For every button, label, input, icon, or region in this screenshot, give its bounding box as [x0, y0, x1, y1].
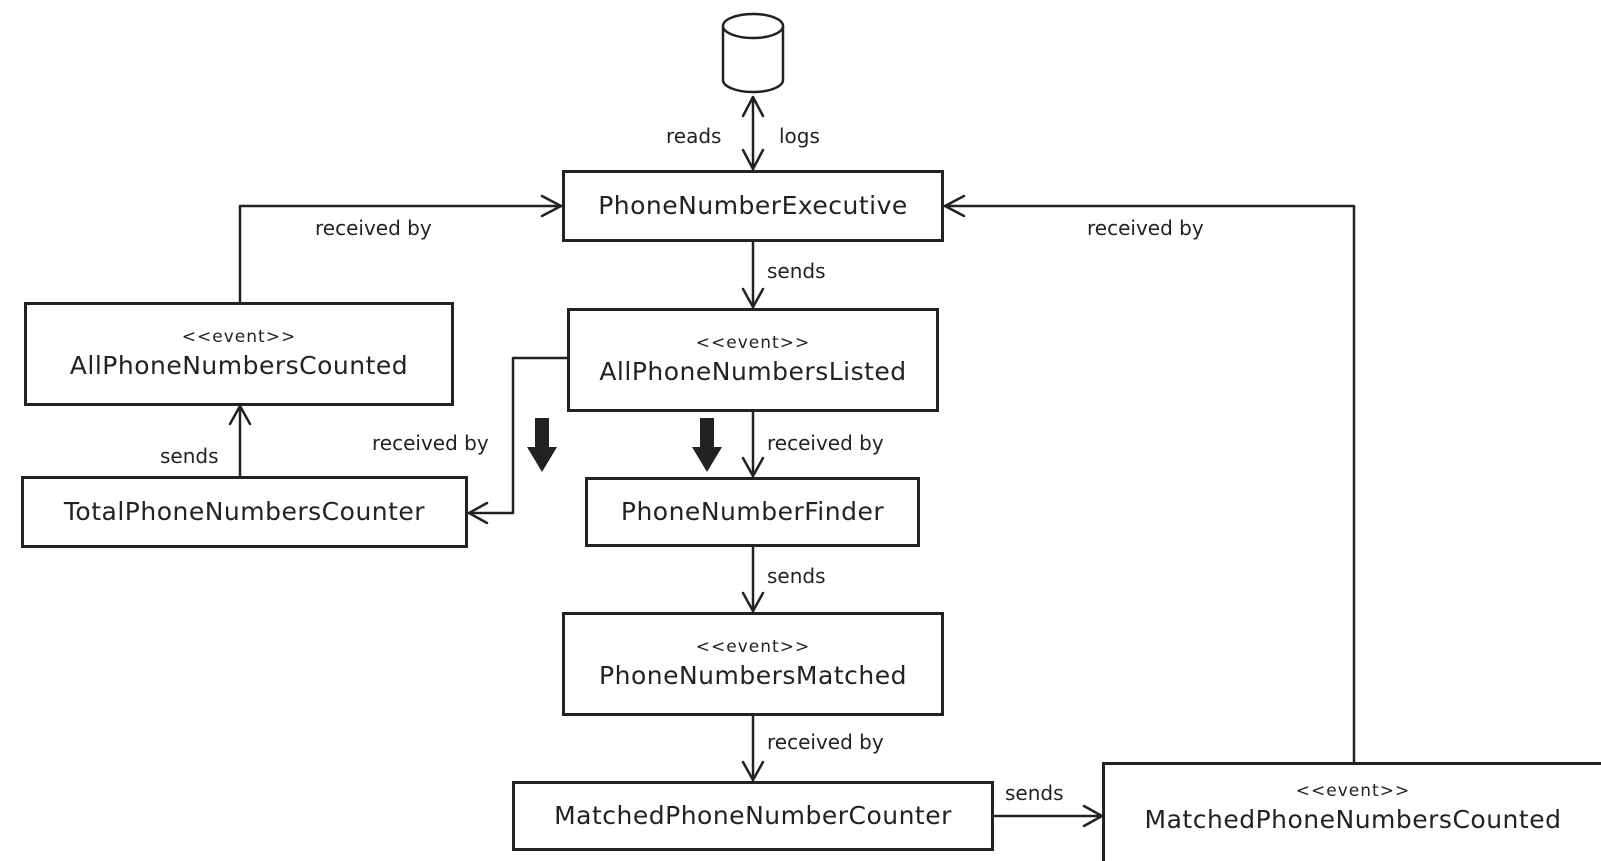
node-name: MatchedPhoneNumberCounter [554, 801, 952, 830]
all-phone-numbers-listed-box: <<event>> AllPhoneNumbersListed [567, 308, 939, 412]
event-stereotype: <<event>> [695, 333, 811, 353]
node-name: PhoneNumberFinder [620, 497, 885, 526]
received-by-label-listed-left: received by [372, 431, 489, 455]
all-phone-numbers-counted-box: <<event>> AllPhoneNumbersCounted [24, 302, 454, 406]
sends-label-matched-counter: sends [1005, 781, 1064, 805]
phone-numbers-matched-box: <<event>> PhoneNumbersMatched [562, 612, 944, 716]
total-to-counted-arrowhead [228, 404, 252, 426]
node-name: TotalPhoneNumbersCounter [63, 497, 426, 526]
matched-counted-to-exec-edge [943, 204, 1356, 764]
node-name: PhoneNumbersMatched [599, 661, 907, 690]
finder-to-matched-arrowhead [741, 591, 765, 613]
phone-number-finder-box: PhoneNumberFinder [585, 477, 920, 547]
sends-label-finder: sends [767, 564, 826, 588]
phone-number-executive-box: PhoneNumberExecutive [562, 170, 944, 242]
reads-label: reads [666, 124, 722, 148]
received-by-label-listed-center: received by [767, 431, 884, 455]
matched-to-counter-arrowhead [741, 760, 765, 782]
node-name: AllPhoneNumbersCounted [69, 351, 409, 380]
matched-phone-numbers-counted-box: <<event>> MatchedPhoneNumbersCounted [1102, 762, 1601, 861]
exec-to-listed-arrowhead [741, 287, 765, 309]
listed-to-finder-arrowhead [741, 456, 765, 478]
node-name: AllPhoneNumbersListed [599, 357, 907, 386]
node-name: PhoneNumberExecutive [598, 191, 908, 220]
event-stereotype: <<event>> [1295, 781, 1411, 801]
database-icon [721, 12, 785, 94]
received-by-label-top-right: received by [1087, 216, 1204, 240]
total-phone-numbers-counter-box: TotalPhoneNumbersCounter [21, 476, 468, 548]
matched-counted-to-exec-arrowhead [943, 194, 966, 218]
db-arrowhead [741, 95, 765, 118]
received-by-label-matched: received by [767, 730, 884, 754]
counted-to-exec-edge [238, 204, 563, 304]
matched-phone-number-counter-box: MatchedPhoneNumberCounter [512, 781, 994, 851]
logs-label: logs [779, 124, 820, 148]
node-name: MatchedPhoneNumbersCounted [1144, 805, 1562, 834]
event-stereotype: <<event>> [695, 637, 811, 657]
listed-to-total-arrowhead [467, 501, 489, 525]
sends-label-executive: sends [767, 259, 826, 283]
event-stereotype: <<event>> [181, 327, 297, 347]
bold-down-arrow-left [527, 418, 557, 472]
listed-to-total-edge [467, 356, 569, 515]
counted-to-exec-arrowhead [540, 194, 563, 218]
received-by-label-top-left: received by [315, 216, 432, 240]
exec-arrowhead-from-db [741, 148, 765, 171]
sends-label-total-counter: sends [160, 444, 219, 468]
bold-down-arrow-center [692, 418, 722, 472]
